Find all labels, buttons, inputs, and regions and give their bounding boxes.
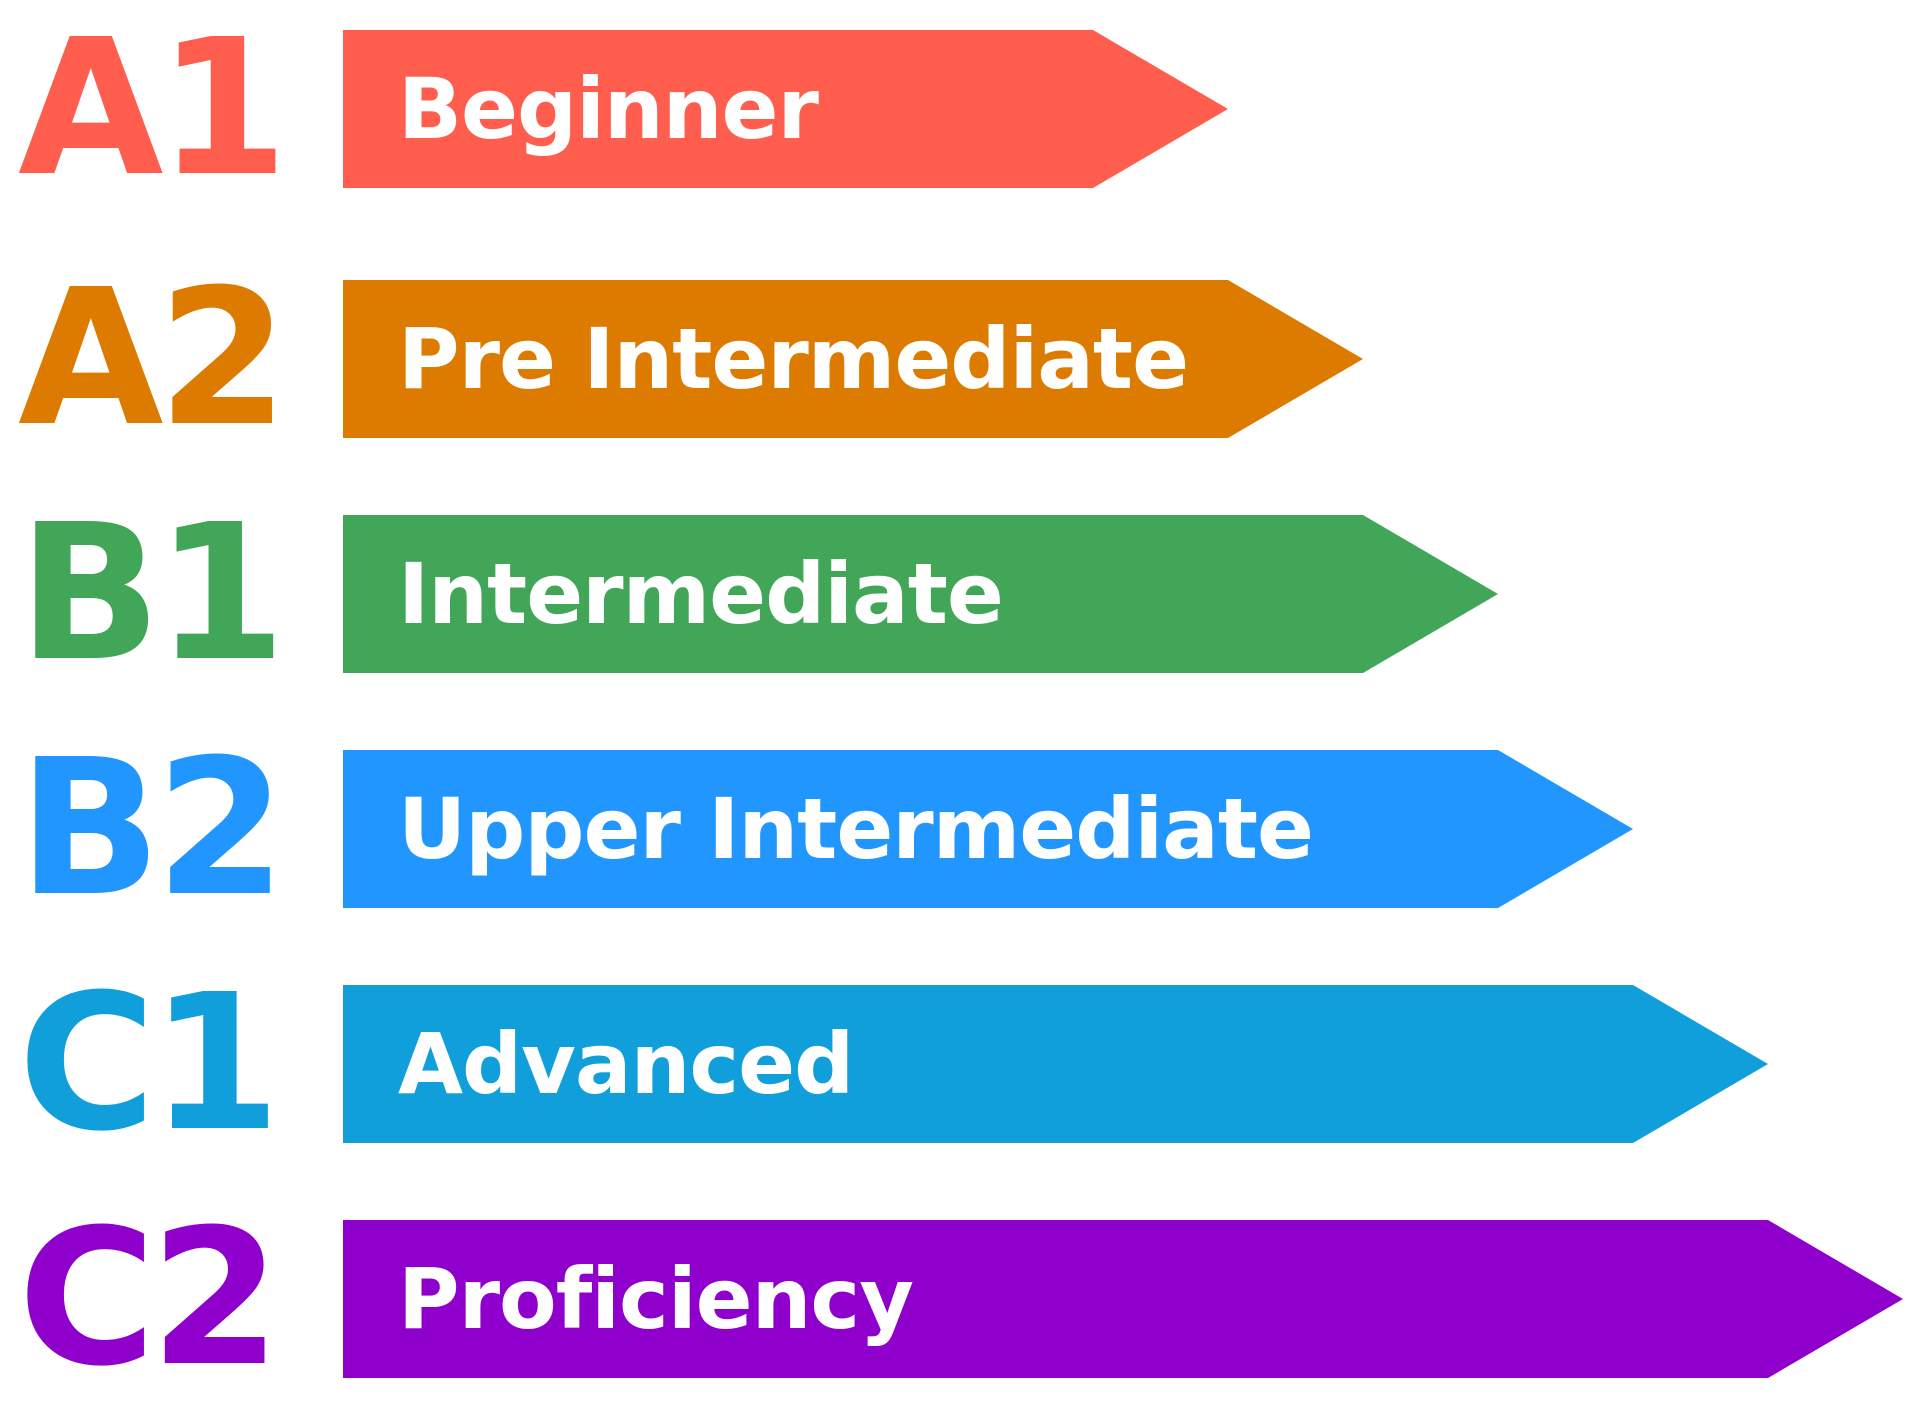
level-label: Pre Intermediate	[398, 310, 1189, 408]
arrow-shape	[343, 30, 1228, 188]
arrow-shape	[343, 750, 1633, 908]
level-code: B2	[18, 719, 286, 938]
level-arrow: Upper Intermediate	[343, 750, 1633, 908]
level-arrow: Proficiency	[343, 1220, 1903, 1378]
level-label: Proficiency	[398, 1250, 914, 1348]
level-label: Beginner	[398, 60, 819, 158]
arrow-shape	[343, 985, 1768, 1143]
level-label: Intermediate	[398, 545, 1004, 643]
level-code: C1	[18, 954, 281, 1173]
level-code: B1	[18, 484, 286, 703]
level-code: C2	[18, 1189, 281, 1408]
level-code: A1	[18, 0, 288, 218]
level-arrow: Pre Intermediate	[343, 280, 1363, 438]
arrow-shape	[343, 280, 1363, 438]
level-arrow: Advanced	[343, 985, 1768, 1143]
arrow-shape	[343, 1220, 1903, 1378]
level-arrow: Beginner	[343, 30, 1228, 188]
level-code: A2	[18, 249, 288, 468]
level-arrow: Intermediate	[343, 515, 1498, 673]
level-label: Upper Intermediate	[398, 780, 1314, 878]
arrow-shape	[343, 515, 1498, 673]
level-label: Advanced	[398, 1015, 854, 1113]
